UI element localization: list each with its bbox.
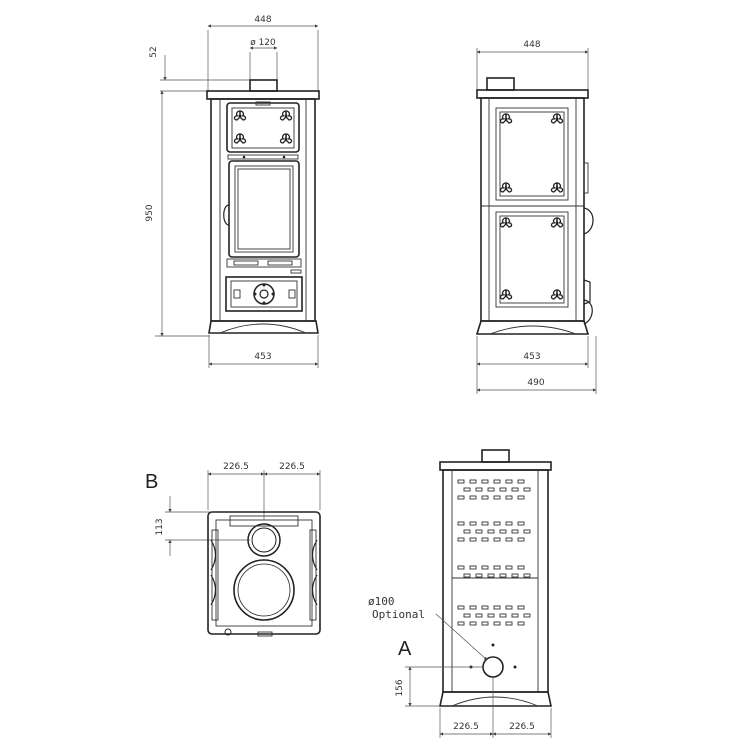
front-flue-height-label: 52 <box>149 46 159 57</box>
side-width-top-label: 448 <box>523 40 540 50</box>
air-inlet-circle <box>482 656 504 678</box>
top-offset-right-label: 226.5 <box>279 462 305 472</box>
air-inlet-diameter-label: ø100 <box>368 595 395 608</box>
top-flue-offset-label: 113 <box>155 518 165 535</box>
top-offset-left-label: 226.5 <box>223 462 249 472</box>
side-view: 448 453 <box>475 40 597 394</box>
back-offset-left-label: 226.5 <box>453 722 479 732</box>
front-width-top-label: 448 <box>254 15 271 25</box>
front-view: 448 ø 120 52 950 <box>145 15 320 368</box>
view-label-a: A <box>398 638 412 660</box>
side-depth-total-label: 490 <box>527 378 544 388</box>
view-label-b: B <box>145 471 158 493</box>
side-depth-base-label: 453 <box>523 352 540 362</box>
top-view: B 226.5 226.5 113 <box>145 462 321 637</box>
air-inlet-note-label: Optional <box>372 608 425 621</box>
front-height-label: 950 <box>145 204 155 221</box>
back-view: ø100 Optional A 156 226.5 226.5 <box>368 449 552 738</box>
front-flue-diameter-label: ø 120 <box>250 38 276 48</box>
back-offset-right-label: 226.5 <box>509 722 535 732</box>
back-inlet-height-label: 156 <box>395 679 405 696</box>
vent-slots <box>457 479 531 626</box>
front-width-base-label: 453 <box>254 352 271 362</box>
